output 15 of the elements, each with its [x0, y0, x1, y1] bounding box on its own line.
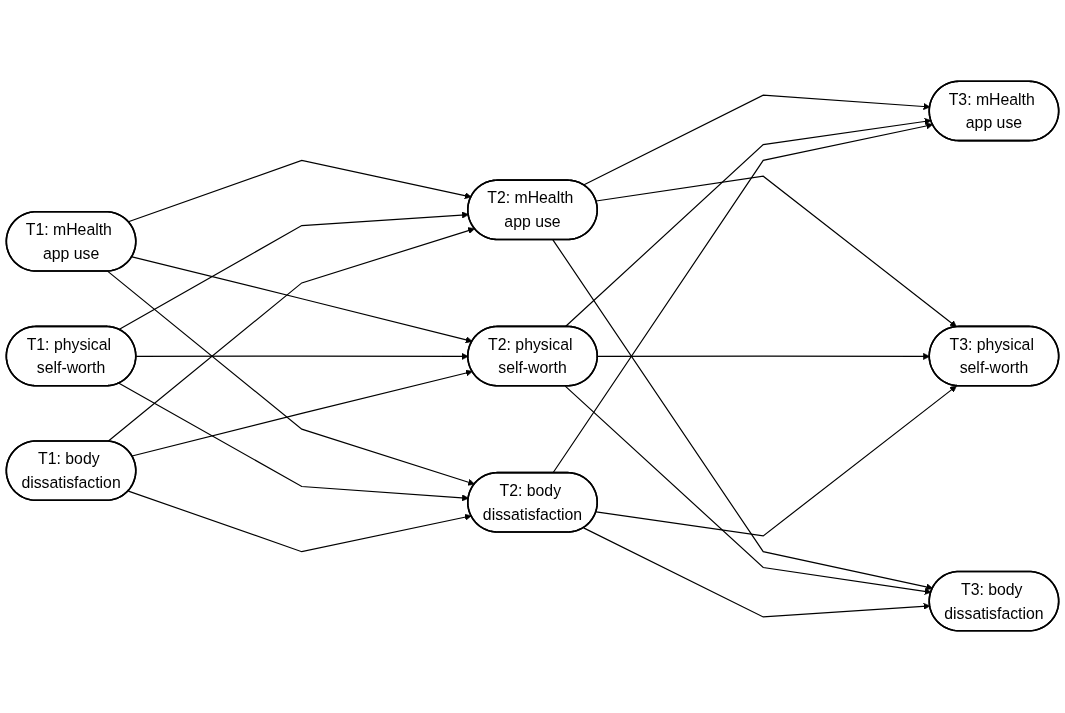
- arrow: [564, 118, 932, 328]
- arrow: [552, 239, 934, 591]
- arrow: [131, 370, 473, 458]
- arrow: [127, 160, 472, 223]
- arrow: [564, 385, 932, 596]
- arrow: [595, 176, 957, 328]
- arrow: [552, 122, 934, 475]
- arrow: [131, 256, 473, 344]
- arrow: [127, 490, 472, 553]
- arrow: [595, 386, 957, 537]
- arrow: [597, 353, 930, 361]
- arrow: [118, 212, 469, 331]
- arrow: [118, 383, 469, 502]
- arrow: [107, 271, 475, 487]
- arrow: [107, 227, 475, 443]
